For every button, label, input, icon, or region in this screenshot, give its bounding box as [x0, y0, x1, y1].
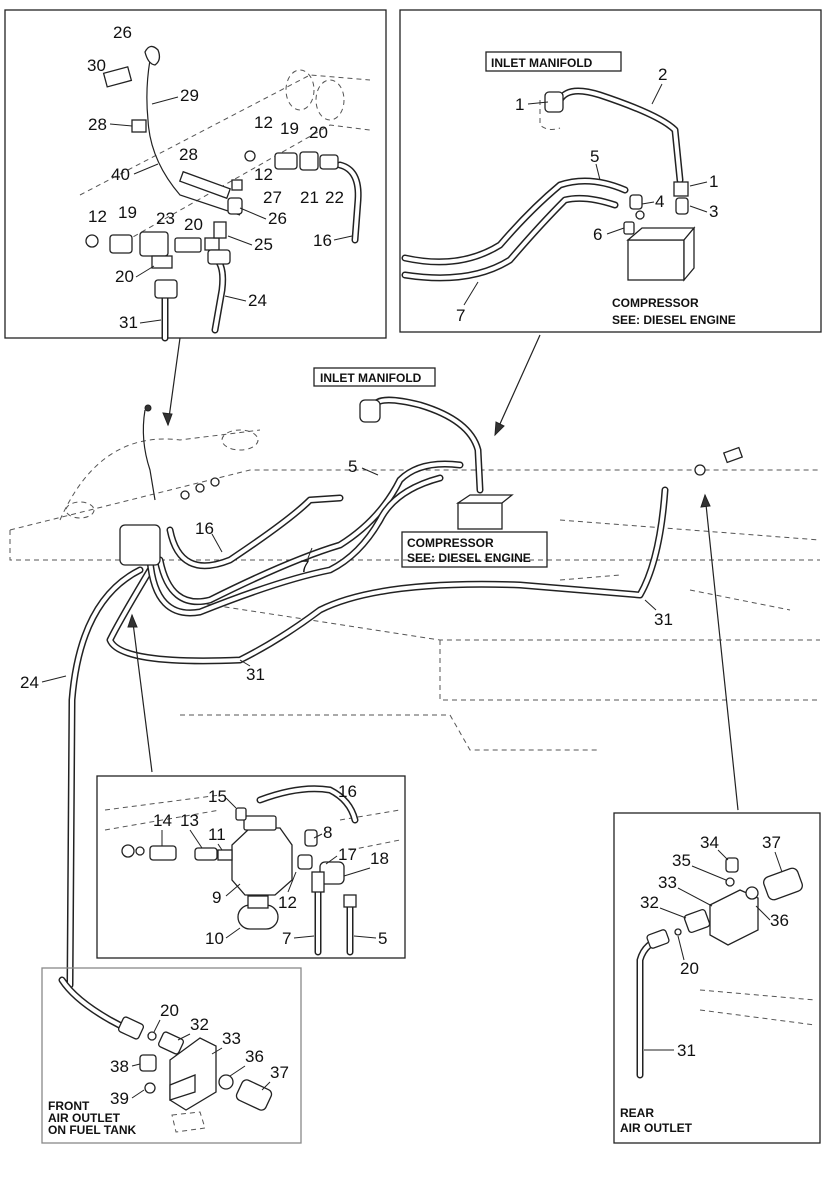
callout-bl-38: 38 [110, 1057, 129, 1076]
callout-tl-19a: 19 [280, 119, 299, 138]
callout-mid-18: 18 [370, 849, 389, 868]
inlet-manifold-mid-text: INLET MANIFOLD [320, 371, 422, 385]
callout-bl-36: 36 [245, 1047, 264, 1066]
callout-br-35: 35 [672, 851, 691, 870]
callout-tl-40: 40 [111, 165, 130, 184]
detail-arrows [127, 334, 739, 811]
detail-bottom-right [613, 812, 821, 1144]
callout-mid-9: 9 [212, 888, 221, 907]
callout-tl-21: 21 [300, 188, 319, 207]
callout-bl-20: 20 [160, 1001, 179, 1020]
callout-mid-17: 17 [338, 845, 357, 864]
callout-tr-3: 3 [709, 202, 718, 221]
callout-mid-11: 11 [208, 825, 226, 844]
compressor-mid-text-2: SEE: DIESEL ENGINE [407, 551, 531, 565]
callout-mid-5: 5 [378, 929, 387, 948]
callout-br-31: 31 [677, 1041, 696, 1060]
callouts-bottom-right: 34 37 35 33 32 36 20 31 [640, 833, 789, 1060]
front-outlet-text-3: ON FUEL TANK [48, 1123, 137, 1137]
callout-mid-12: 12 [278, 893, 297, 912]
vehicle-frame-outline [9, 429, 821, 751]
callout-bl-32: 32 [190, 1015, 209, 1034]
callout-tl-12c: 12 [88, 207, 107, 226]
callout-tl-23: 23 [156, 209, 175, 228]
callout-tl-29: 29 [180, 86, 199, 105]
callout-tl-25: 25 [254, 235, 273, 254]
front-outlet-caption: FRONT AIR OUTLET ON FUEL TANK [48, 1099, 137, 1137]
callout-br-20: 20 [680, 959, 699, 978]
rear-outlet-text-2: AIR OUTLET [620, 1121, 693, 1135]
callout-tr-5: 5 [590, 147, 599, 166]
callout-bl-39: 39 [110, 1089, 129, 1108]
compressor-top-text-2: SEE: DIESEL ENGINE [612, 313, 736, 327]
callout-main-24: 24 [20, 673, 39, 692]
callout-tr-7: 7 [456, 306, 465, 325]
callout-mid-10: 10 [205, 929, 224, 948]
main-hose-routing [66, 396, 669, 989]
detail-top-right: INLET MANIFOLD [399, 9, 822, 333]
callout-main-16: 16 [195, 519, 214, 538]
callouts-top-left: 26 30 29 28 12 19 20 40 28 12 27 21 22 1… [87, 23, 353, 332]
detail-top-left [4, 9, 387, 342]
callout-mid-13: 13 [180, 811, 199, 830]
callout-tl-24: 24 [248, 291, 267, 310]
callout-mid-8: 8 [323, 823, 332, 842]
callout-tl-22: 22 [325, 188, 344, 207]
callout-tr-1a: 1 [515, 95, 524, 114]
callout-tl-16: 16 [313, 231, 332, 250]
callouts-middle: 15 16 14 13 11 8 17 18 9 12 10 7 5 [153, 782, 389, 948]
main-assembly-parts [119, 399, 744, 566]
callout-tl-12a: 12 [254, 113, 273, 132]
compressor-mid-text-1: COMPRESSOR [407, 536, 494, 550]
callout-tl-26a: 26 [113, 23, 132, 42]
compressor-top-text-1: COMPRESSOR [612, 296, 699, 310]
callout-main-7: 7 [300, 557, 309, 576]
rear-outlet-text-1: REAR [620, 1106, 654, 1120]
callout-mid-7: 7 [282, 929, 291, 948]
callout-mid-15: 15 [208, 787, 227, 806]
callout-tl-31: 31 [119, 313, 138, 332]
compressor-label-top: COMPRESSOR SEE: DIESEL ENGINE [612, 296, 736, 327]
front-outlet-text-2: AIR OUTLET [48, 1111, 121, 1125]
callout-tl-20c: 20 [115, 267, 134, 286]
callout-main-31b: 31 [246, 665, 265, 684]
callout-tl-28b: 28 [179, 145, 198, 164]
inlet-manifold-label-mid: INLET MANIFOLD [313, 367, 436, 387]
callout-mid-14: 14 [153, 811, 172, 830]
callout-tr-6: 6 [593, 225, 602, 244]
callout-br-36: 36 [770, 911, 789, 930]
rear-outlet-caption: REAR AIR OUTLET [620, 1106, 693, 1135]
inlet-manifold-top-text: INLET MANIFOLD [491, 56, 593, 70]
callout-tr-1b: 1 [709, 172, 718, 191]
callout-br-32: 32 [640, 893, 659, 912]
callout-tl-20b: 20 [184, 215, 203, 234]
compressor-label-mid: COMPRESSOR SEE: DIESEL ENGINE [401, 531, 548, 568]
detail-bottom-left [41, 967, 302, 1144]
callout-tl-26b: 26 [268, 209, 287, 228]
callout-tl-30: 30 [87, 56, 106, 75]
callout-tl-12b: 12 [254, 165, 273, 184]
front-outlet-text-1: FRONT [48, 1099, 90, 1113]
callout-main-31a: 31 [654, 610, 673, 629]
main-callouts: 5 16 7 24 31 31 [20, 457, 673, 692]
callout-br-34: 34 [700, 833, 719, 852]
callout-mid-16: 16 [338, 782, 357, 801]
callouts-bottom-left: 20 32 33 36 38 37 39 [110, 1001, 289, 1108]
callout-br-33: 33 [658, 873, 677, 892]
detail-middle [96, 775, 406, 959]
callouts-top-right: 2 1 5 1 4 3 6 7 [456, 65, 718, 325]
callout-tl-20a: 20 [309, 123, 328, 142]
callout-bl-37: 37 [270, 1063, 289, 1082]
callout-tr-4: 4 [655, 192, 664, 211]
callout-tl-28a: 28 [88, 115, 107, 134]
callout-bl-33: 33 [222, 1029, 241, 1048]
callout-tl-19b: 19 [118, 203, 137, 222]
callout-tl-27: 27 [263, 188, 282, 207]
callout-tr-2: 2 [658, 65, 667, 84]
callout-main-5: 5 [348, 457, 357, 476]
callout-br-37: 37 [762, 833, 781, 852]
